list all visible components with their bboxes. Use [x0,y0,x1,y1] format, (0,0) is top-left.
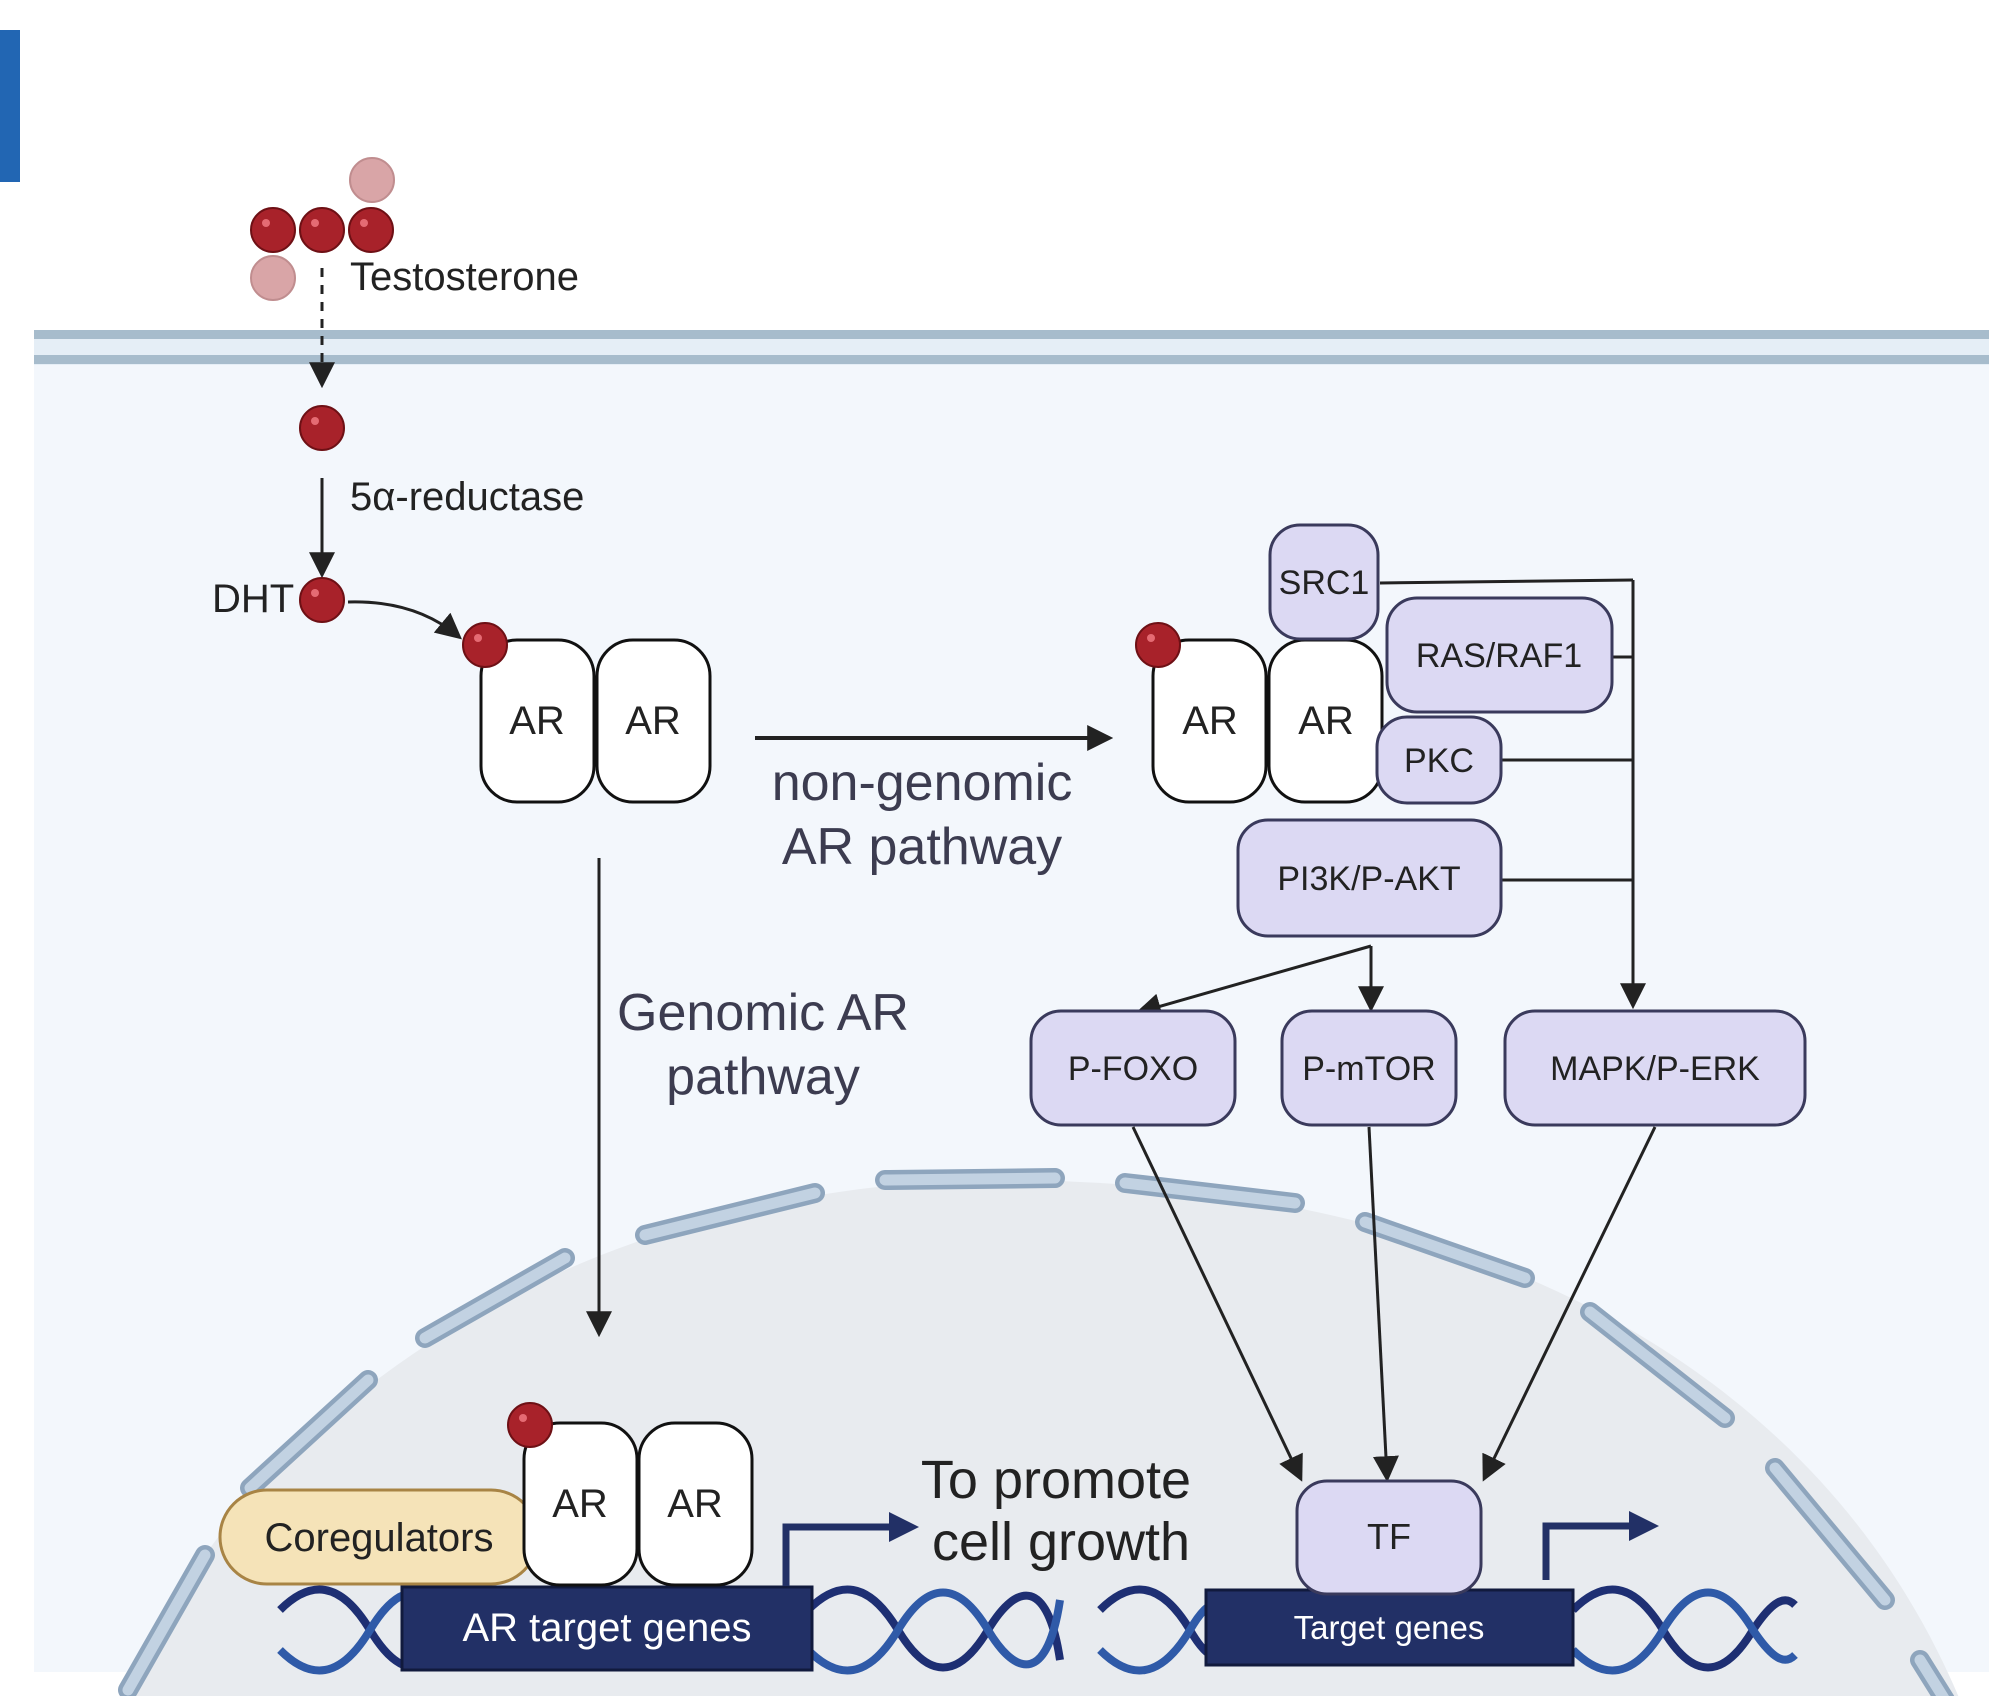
dht-molecule [299,577,345,623]
ar-dimer-non-genomic [1135,622,1384,804]
non-genomic-label: AR pathway [782,818,1062,876]
src1-box [1268,523,1380,641]
target-genes-label: Target genes [1294,1609,1485,1646]
src1-label: SRC1 [1279,564,1370,602]
corner-bar [0,30,20,182]
pkc-label: PKC [1404,742,1474,780]
dht-binding-arrow [347,600,462,640]
genomic-label: pathway [666,1048,860,1106]
pi3k-label: PI3K/P-AKT [1277,860,1460,898]
ar-target-genes-label: AR target genes [462,1606,751,1650]
pmtor-label: P-mTOR [1302,1050,1435,1088]
ar-label: AR [1298,699,1354,743]
cell-membrane [34,330,1989,365]
ras-raf1-box [1385,596,1614,714]
dht-label: DHT [212,577,294,621]
testosterone-molecule [250,157,395,301]
tf-arrows [1131,1126,1657,1483]
ras-raf1-label: RAS/RAF1 [1416,637,1582,675]
nuclear-envelope [118,1168,1955,1696]
intracellular-testosterone [299,405,345,451]
transcription-arrow-left [782,1512,919,1586]
kinase-connectors [1135,578,1646,1019]
pkc-box [1375,715,1503,805]
ar-label: AR [552,1482,608,1526]
promote-label: To promote [921,1450,1191,1510]
pfoxo-box [1029,1009,1237,1127]
ar-label: AR [509,699,565,743]
ar-label: AR [667,1482,723,1526]
genomic-label: Genomic AR [617,984,909,1042]
ar-label: AR [625,699,681,743]
promote-label: cell growth [932,1512,1190,1572]
tf-label: TF [1367,1516,1411,1557]
ar-dimer-nucleus [507,1402,754,1587]
transcription-arrow-right [1542,1511,1659,1580]
mapk-label: MAPK/P-ERK [1550,1050,1760,1088]
pfoxo-label: P-FOXO [1068,1050,1198,1088]
ar-dimer-cytoplasm [462,622,712,804]
pi3k-box [1236,818,1503,938]
target-genes-box [1204,1588,1575,1667]
ar-target-genes-box [400,1585,814,1672]
non-genomic-label: non-genomic [772,754,1073,812]
tf-box [1295,1479,1483,1596]
ar-label: AR [1182,699,1238,743]
coregulators-label: Coregulators [264,1516,493,1560]
pmtor-box [1280,1009,1458,1127]
testosterone-label: Testosterone [350,255,579,299]
reductase-label: 5α-reductase [350,475,584,519]
mapk-box [1503,1009,1807,1127]
